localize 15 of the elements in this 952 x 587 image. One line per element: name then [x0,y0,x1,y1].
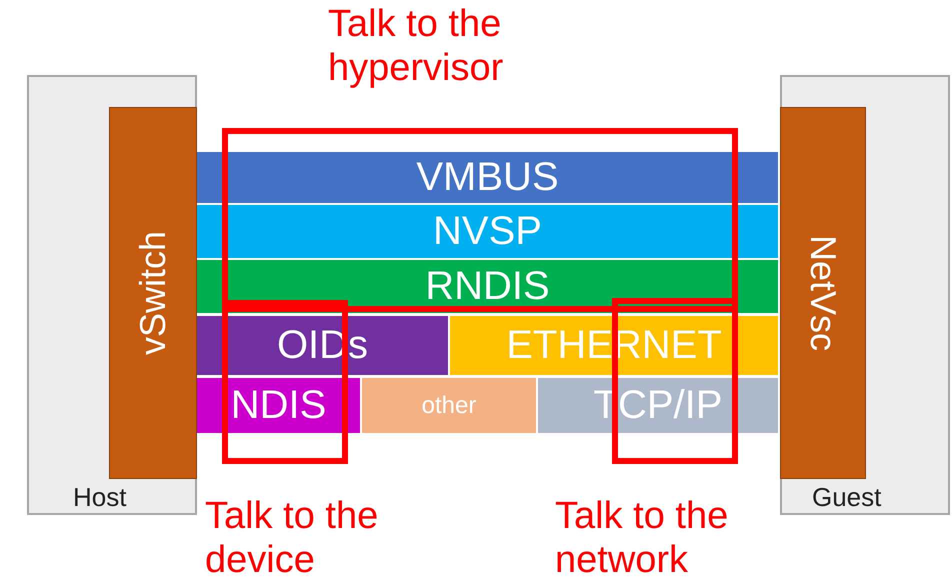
callout-label: Talk to the hypervisor [328,2,504,90]
netvsc-bar [780,107,866,479]
protocol-layer: NVSP [197,205,778,258]
vertical-label: vSwitch [132,230,174,356]
vertical-label: NetVsc [802,234,844,352]
protocol-layer: VMBUS [197,152,778,203]
panel-label: Guest [812,482,882,513]
panel-label: Host [73,482,126,513]
host-panel [27,75,197,515]
callout-label: Talk to the network [555,494,730,582]
vswitch-bar [109,107,197,479]
protocol-layer: other [362,378,536,433]
protocol-layer: NDIS [197,378,360,433]
callout-label: Talk to the device [205,494,380,582]
guest-panel [780,75,950,515]
